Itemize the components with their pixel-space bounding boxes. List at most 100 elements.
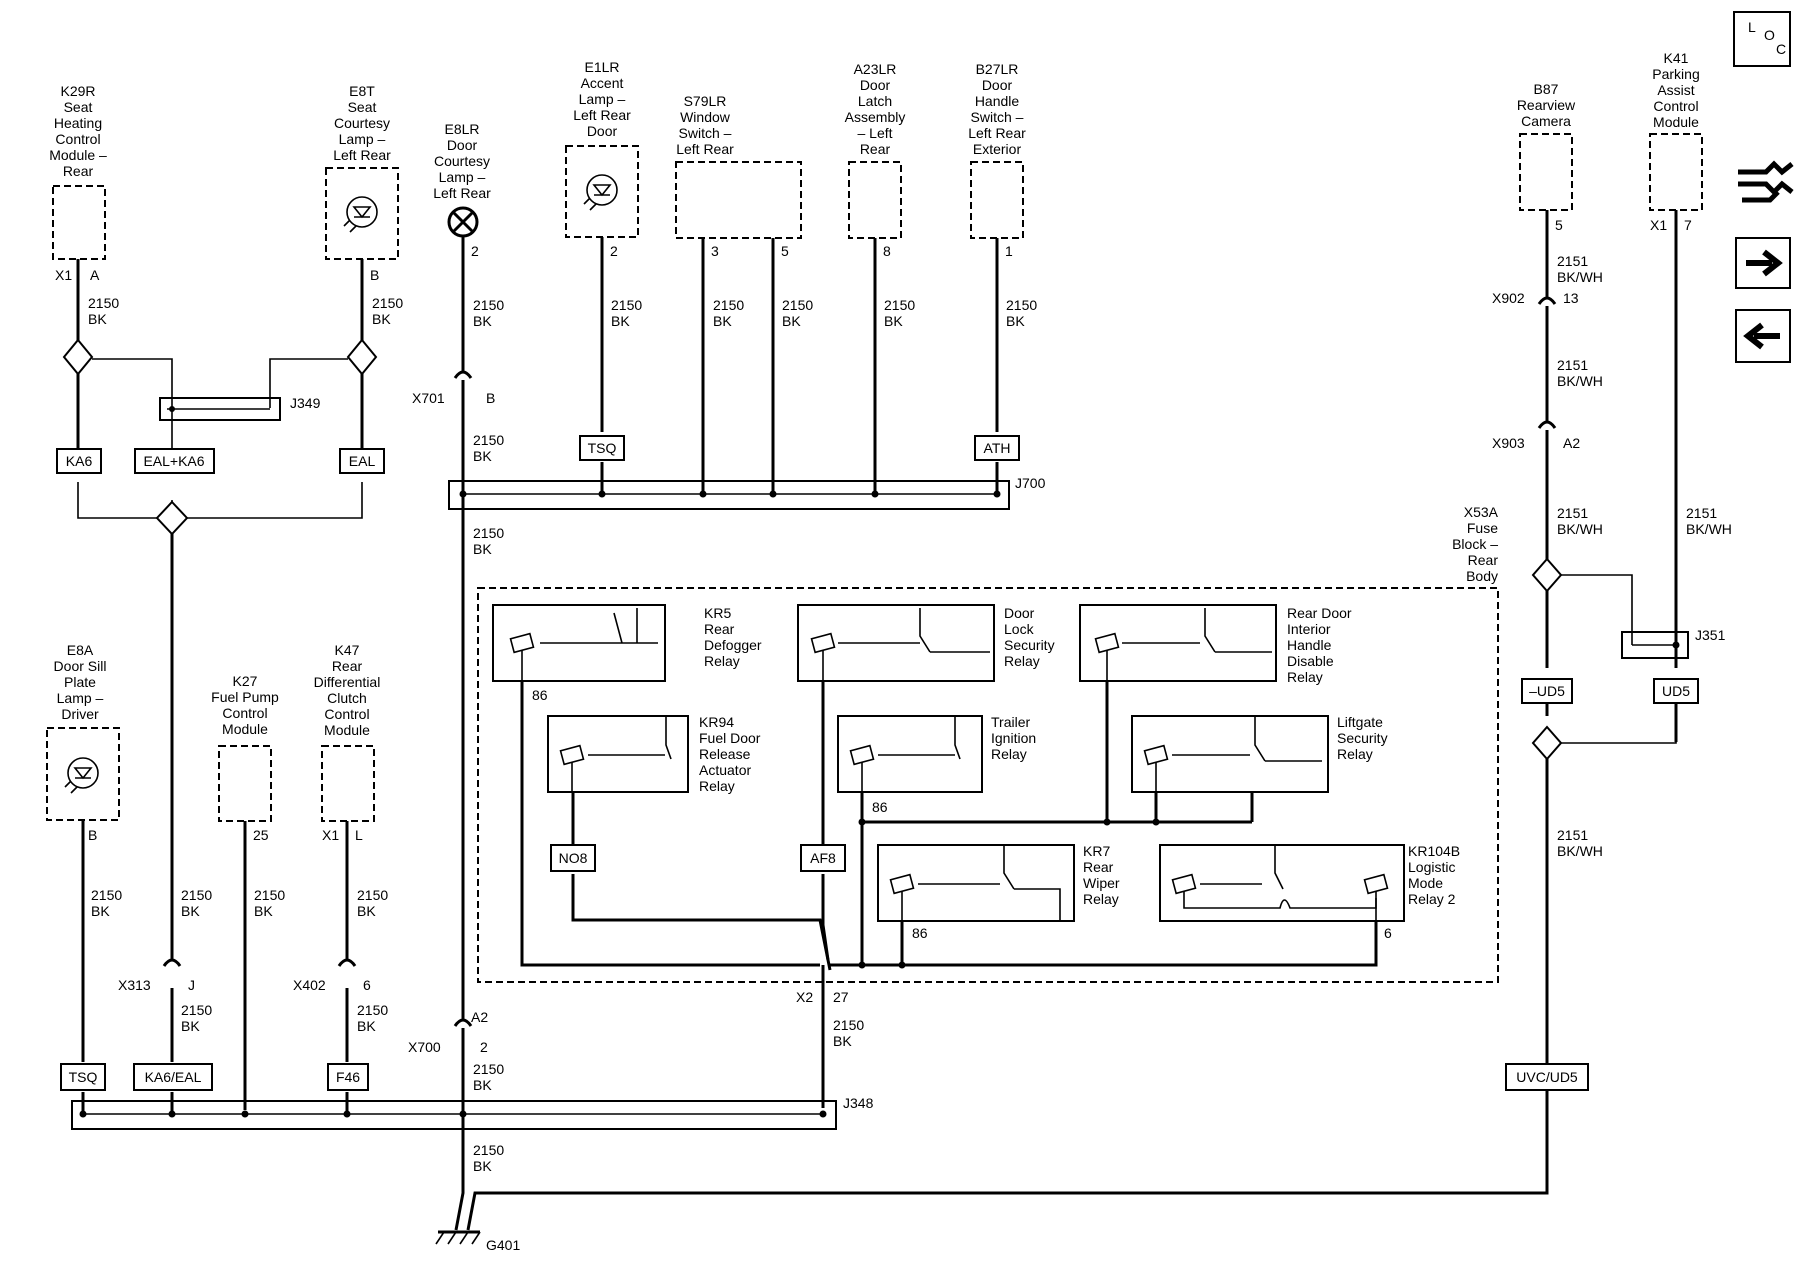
- harness-routing-icon[interactable]: [1738, 160, 1794, 203]
- relay-kr94: [547, 715, 689, 793]
- k27-module-box: [218, 745, 272, 822]
- splice-node: [993, 490, 1001, 498]
- label-text: 2150: [884, 297, 915, 313]
- label-fuse-block: X53A Fuse Block – Rear Body: [1452, 504, 1499, 584]
- loc-letter: C: [1776, 41, 1786, 57]
- label-text: BK: [91, 903, 110, 919]
- e8a-line: Plate: [64, 674, 96, 690]
- label-text: BK: [88, 311, 107, 327]
- e8lr-line: Lamp –: [439, 169, 486, 185]
- label-text: 2150: [473, 1061, 504, 1077]
- e8t-led-icon: [346, 196, 378, 228]
- e8t-line: Courtesy: [334, 115, 390, 131]
- k27-line: K27: [233, 673, 258, 689]
- label-text: Rear: [704, 621, 735, 637]
- label-text: BK: [357, 1018, 376, 1034]
- label-text: BK/WH: [1686, 521, 1732, 537]
- label-text: Lock: [1004, 621, 1035, 637]
- pin-label: A2: [1563, 435, 1580, 451]
- previous-page-button[interactable]: [1735, 309, 1791, 363]
- label-text: BK: [181, 1018, 200, 1034]
- k41-module-box: [1649, 133, 1703, 211]
- label-text: 2150: [357, 1002, 388, 1018]
- next-page-button[interactable]: [1735, 237, 1791, 289]
- label-e1lr: E1LR Accent Lamp – Left Rear Door: [573, 59, 631, 139]
- pin-label: X1: [322, 827, 339, 843]
- label-text: KR7: [1083, 843, 1110, 859]
- label-text: 2150: [1006, 297, 1037, 313]
- relay-kr5: [492, 604, 666, 682]
- fuse-block-line: Block –: [1452, 536, 1498, 552]
- wire: [520, 681, 820, 967]
- splice-node: [459, 490, 467, 498]
- label-text: BK/WH: [1557, 373, 1603, 389]
- k27-line: Fuel Pump: [211, 689, 279, 705]
- splice-label: J349: [290, 395, 321, 411]
- label-text: BK: [473, 448, 492, 464]
- label-k27: K27 Fuel Pump Control Module: [211, 673, 279, 737]
- connector-x402-icon: [337, 958, 357, 967]
- e8t-line: Seat: [348, 99, 377, 115]
- label-text: BK: [1006, 313, 1025, 329]
- pin-label: 8: [883, 243, 891, 259]
- label-b27lr: B27LR Door Handle Switch – Left Rear Ext…: [968, 61, 1026, 157]
- label-text: Relay: [1083, 891, 1119, 907]
- label-text: BK: [833, 1033, 852, 1049]
- fuse-block-line: X53A: [1464, 504, 1499, 520]
- k41-line: Assist: [1657, 82, 1694, 98]
- e8lr-line: Left Rear: [433, 185, 491, 201]
- relay-kr94-label: KR94 Fuel Door Release Actuator Relay: [699, 714, 761, 794]
- label-text: BK: [473, 313, 492, 329]
- splice-node: [1103, 818, 1111, 826]
- label-text: BK: [372, 311, 391, 327]
- connector-x903-icon: [1537, 420, 1557, 429]
- pin-label: 86: [912, 925, 928, 941]
- label-k29r: K29R Seat Heating Control Module – Rear: [49, 83, 107, 179]
- splice-node: [898, 961, 906, 969]
- splice-node: [1152, 818, 1160, 826]
- b27lr-line: Left Rear: [968, 125, 1026, 141]
- wire: [269, 358, 348, 408]
- option-ka6: KA6: [56, 448, 102, 474]
- label-b87: B87 Rearview Camera: [1517, 81, 1576, 129]
- option-tsq-bottom: TSQ: [60, 1063, 106, 1091]
- pin-label: B: [370, 267, 379, 283]
- k47-line: K47: [335, 642, 360, 658]
- splice-node: [1672, 641, 1680, 649]
- label-text: 2151: [1686, 505, 1717, 521]
- relay-kr7-label: KR7 Rear Wiper Relay: [1083, 843, 1120, 907]
- option-af8: AF8: [800, 844, 846, 872]
- label-text: Interior: [1287, 621, 1331, 637]
- option-ud5: UD5: [1653, 678, 1699, 704]
- label-text: 2150: [88, 295, 119, 311]
- label-text: BK/WH: [1557, 521, 1603, 537]
- e8t-line: Lamp –: [339, 131, 386, 147]
- ground-g401-icon: [435, 1230, 481, 1245]
- loc-letter: L: [1748, 19, 1756, 35]
- e1lr-led-icon: [583, 184, 612, 211]
- e1lr-lamp-box: [565, 145, 639, 238]
- pin-label: 5: [781, 243, 789, 259]
- option-ka6-eal: KA6/EAL: [133, 1063, 213, 1091]
- label-text: BK: [611, 313, 630, 329]
- a23lr-latch-box: [848, 161, 902, 239]
- label-text: 2150: [473, 525, 504, 541]
- splice-node: [168, 1110, 176, 1118]
- label-text: BK/WH: [1557, 843, 1603, 859]
- splice-node: [169, 406, 175, 412]
- e8a-line: Driver: [61, 706, 99, 722]
- label-text: Relay: [704, 653, 740, 669]
- connector-label: X700: [408, 1039, 441, 1055]
- option-tsq-bottom-text: TSQ: [69, 1069, 98, 1085]
- k47-line: Rear: [332, 658, 363, 674]
- relay-liftgate: [1131, 715, 1329, 793]
- e8t-line: Left Rear: [333, 147, 391, 163]
- label-text: Ignition: [991, 730, 1036, 746]
- location-button[interactable]: L O C: [1733, 11, 1791, 67]
- wire: [466, 743, 1549, 1231]
